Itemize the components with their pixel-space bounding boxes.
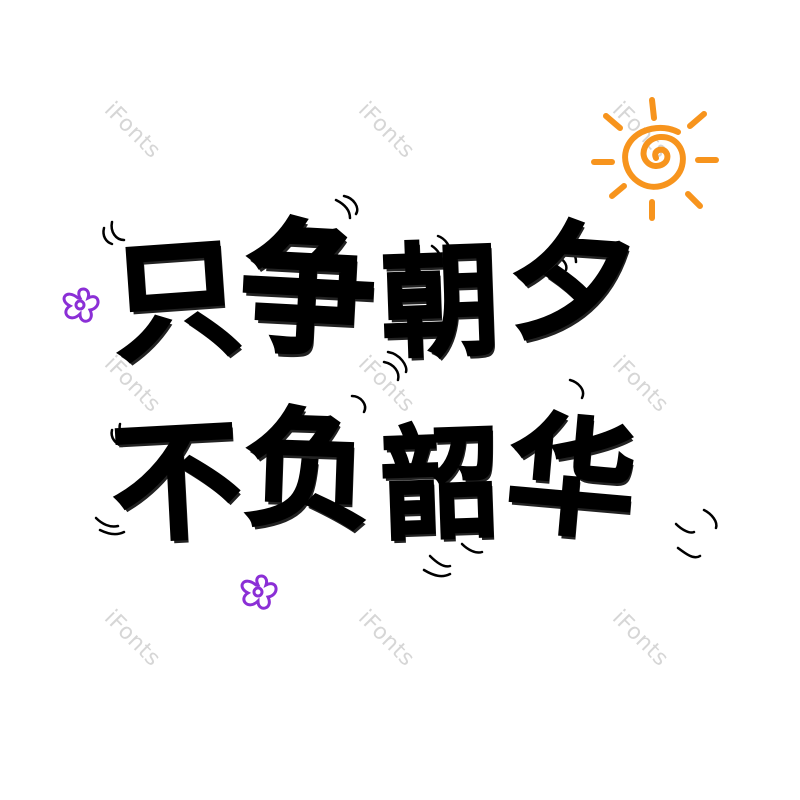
flower-icon (62, 287, 100, 323)
title-line-1: 只争朝夕 (106, 203, 647, 382)
title-char: 华 (500, 398, 647, 561)
motion-lines (94, 194, 718, 578)
sun-icon (591, 97, 719, 221)
title-char: 只 (106, 221, 251, 382)
title-char: 朝 (378, 229, 507, 378)
title-line-2: 不负韶华 (107, 393, 647, 563)
title-char: 争 (235, 203, 385, 380)
flower-icon (240, 574, 278, 610)
title-char: 韶 (378, 411, 507, 560)
title-char: 不 (107, 404, 250, 563)
title-char: 夕 (502, 205, 647, 366)
title-char: 负 (240, 393, 380, 550)
